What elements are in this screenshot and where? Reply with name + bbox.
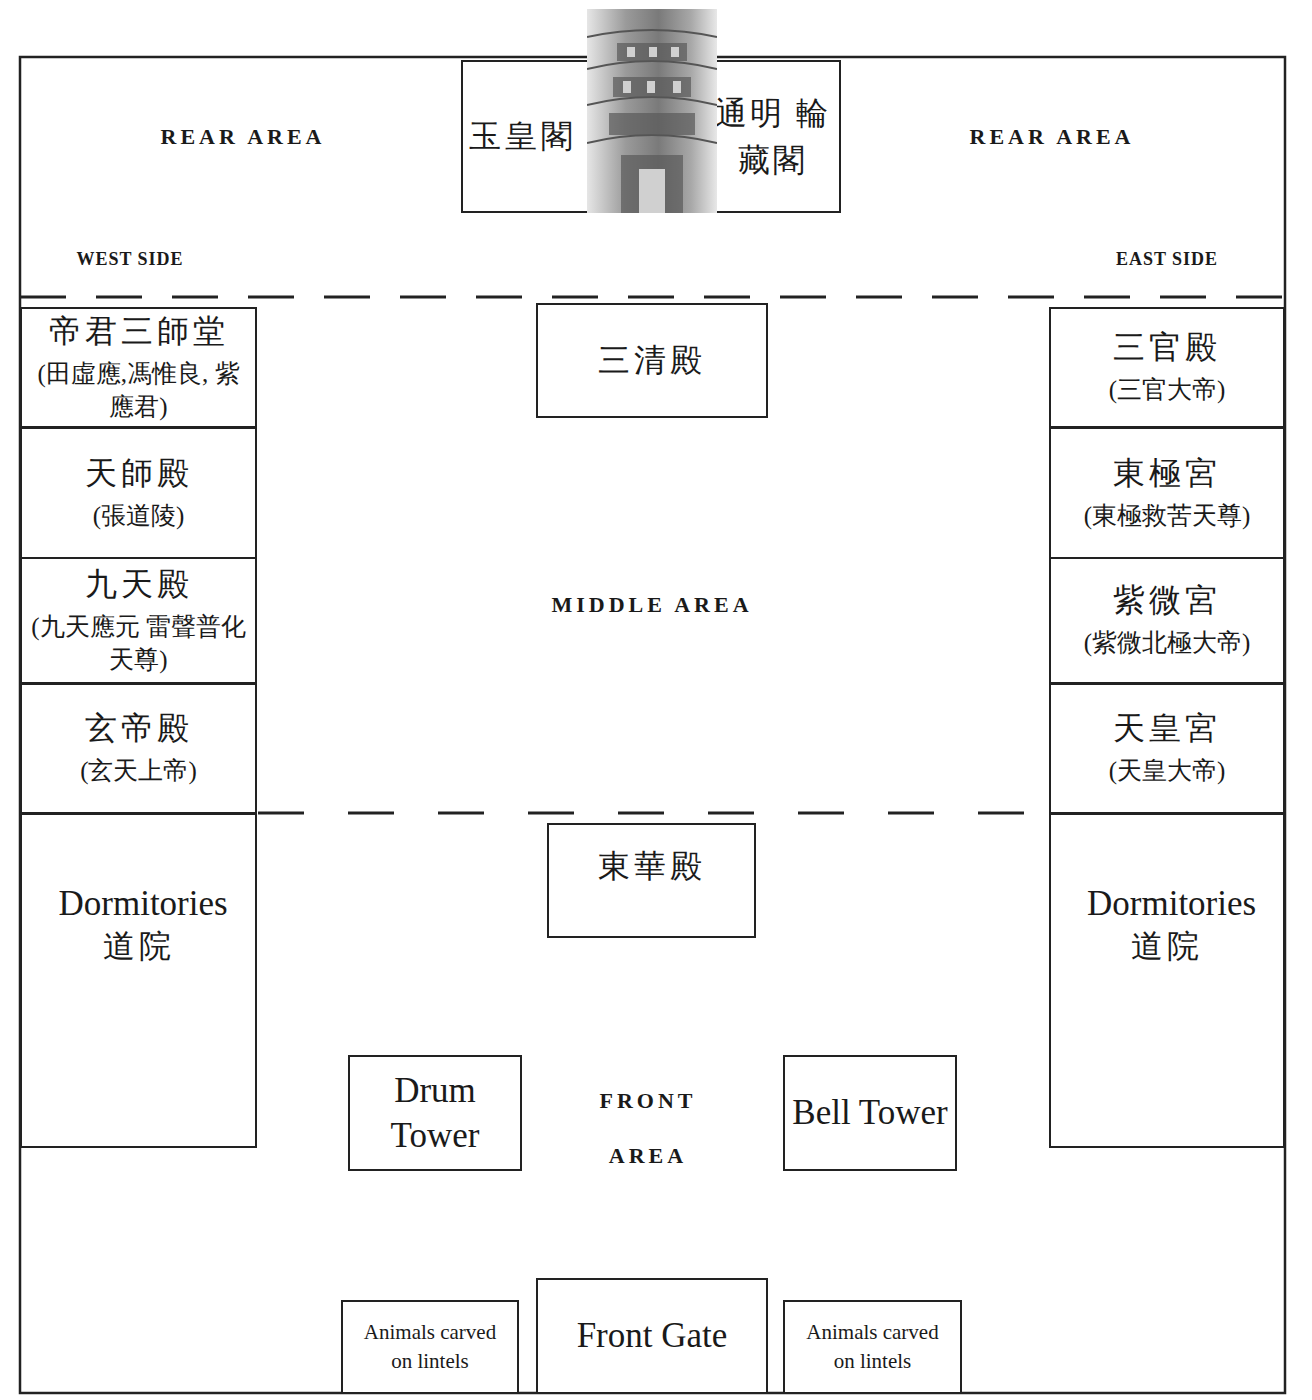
area-divider <box>20 296 1285 299</box>
building-name: 紫微宮 <box>1113 581 1221 619</box>
building-note: 通明 輪藏閣 <box>713 90 833 183</box>
building-note: (三官大帝) <box>1109 374 1226 407</box>
building-note: (田虛應,馮惟良, 紫應君) <box>26 358 252 423</box>
pagoda-illustration <box>587 9 717 213</box>
area-label: REAR AREA <box>161 124 326 150</box>
building-name: 玉皇閣 <box>469 117 577 155</box>
building-box: 帝君三師堂 (田虛應,馮惟良, 紫應君) <box>20 307 257 428</box>
building-name: 東華殿 <box>598 847 706 885</box>
building-box: 玄帝殿 (玄天上帝) <box>20 683 257 814</box>
building-box: Drum Tower <box>348 1055 522 1171</box>
building-note: 道院 <box>1131 927 1203 965</box>
building-box: Animals carved on lintels <box>783 1300 962 1394</box>
building-box: Dormitories道院 <box>1049 813 1285 1148</box>
building-note: (九天應元 雷聲普化天尊) <box>26 611 252 676</box>
building-box: 紫微宮 (紫微北極大帝) <box>1049 557 1285 684</box>
area-label: WEST SIDE <box>76 249 183 270</box>
building-note: (東極救苦天尊) <box>1084 500 1251 533</box>
building-box: 九天殿 (九天應元 雷聲普化天尊) <box>20 557 257 684</box>
building-note: (天皇大帝) <box>1109 755 1226 788</box>
building-box: 東極宮 (東極救苦天尊) <box>1049 427 1285 559</box>
area-label: FRONT AREA <box>583 1073 713 1183</box>
building-name: 玄帝殿 <box>85 709 193 747</box>
building-name: Drum Tower <box>355 1068 515 1159</box>
building-note: (張道陵) <box>93 500 185 533</box>
area-divider <box>258 812 1048 815</box>
area-label: EAST SIDE <box>1116 249 1218 270</box>
building-name: Dormitories <box>1087 881 1247 927</box>
building-name: 三清殿 <box>598 341 706 379</box>
building-box: 天師殿 (張道陵) <box>20 427 257 559</box>
building-box: 天皇宮 (天皇大帝) <box>1049 683 1285 814</box>
building-name: 天師殿 <box>85 454 193 492</box>
building-name: 天皇宮 <box>1113 709 1221 747</box>
building-name: Bell Tower <box>792 1090 947 1136</box>
building-name: Animals carved on lintels <box>798 1318 948 1377</box>
building-name: Front Gate <box>577 1313 728 1359</box>
building-name: Dormitories <box>59 881 219 927</box>
building-box: Front Gate <box>536 1278 768 1394</box>
building-name: 三官殿 <box>1113 328 1221 366</box>
building-name: 東極宮 <box>1113 454 1221 492</box>
building-name: Animals carved on lintels <box>355 1318 505 1377</box>
building-box: 三清殿 <box>536 303 768 418</box>
building-box: Bell Tower <box>783 1055 957 1171</box>
building-note: 道院 <box>103 927 175 965</box>
building-note: (玄天上帝) <box>80 755 197 788</box>
building-name: 九天殿 <box>85 565 193 603</box>
building-name: 帝君三師堂 <box>49 312 229 350</box>
building-box: Dormitories道院 <box>20 813 257 1148</box>
area-label: MIDDLE AREA <box>551 592 752 618</box>
building-note: (紫微北極大帝) <box>1084 627 1251 660</box>
area-label: REAR AREA <box>970 124 1135 150</box>
outer-wall <box>20 57 1285 1393</box>
building-box: 東華殿 <box>547 823 756 938</box>
building-box: Animals carved on lintels <box>341 1300 519 1394</box>
building-box: 三官殿 (三官大帝) <box>1049 307 1285 428</box>
